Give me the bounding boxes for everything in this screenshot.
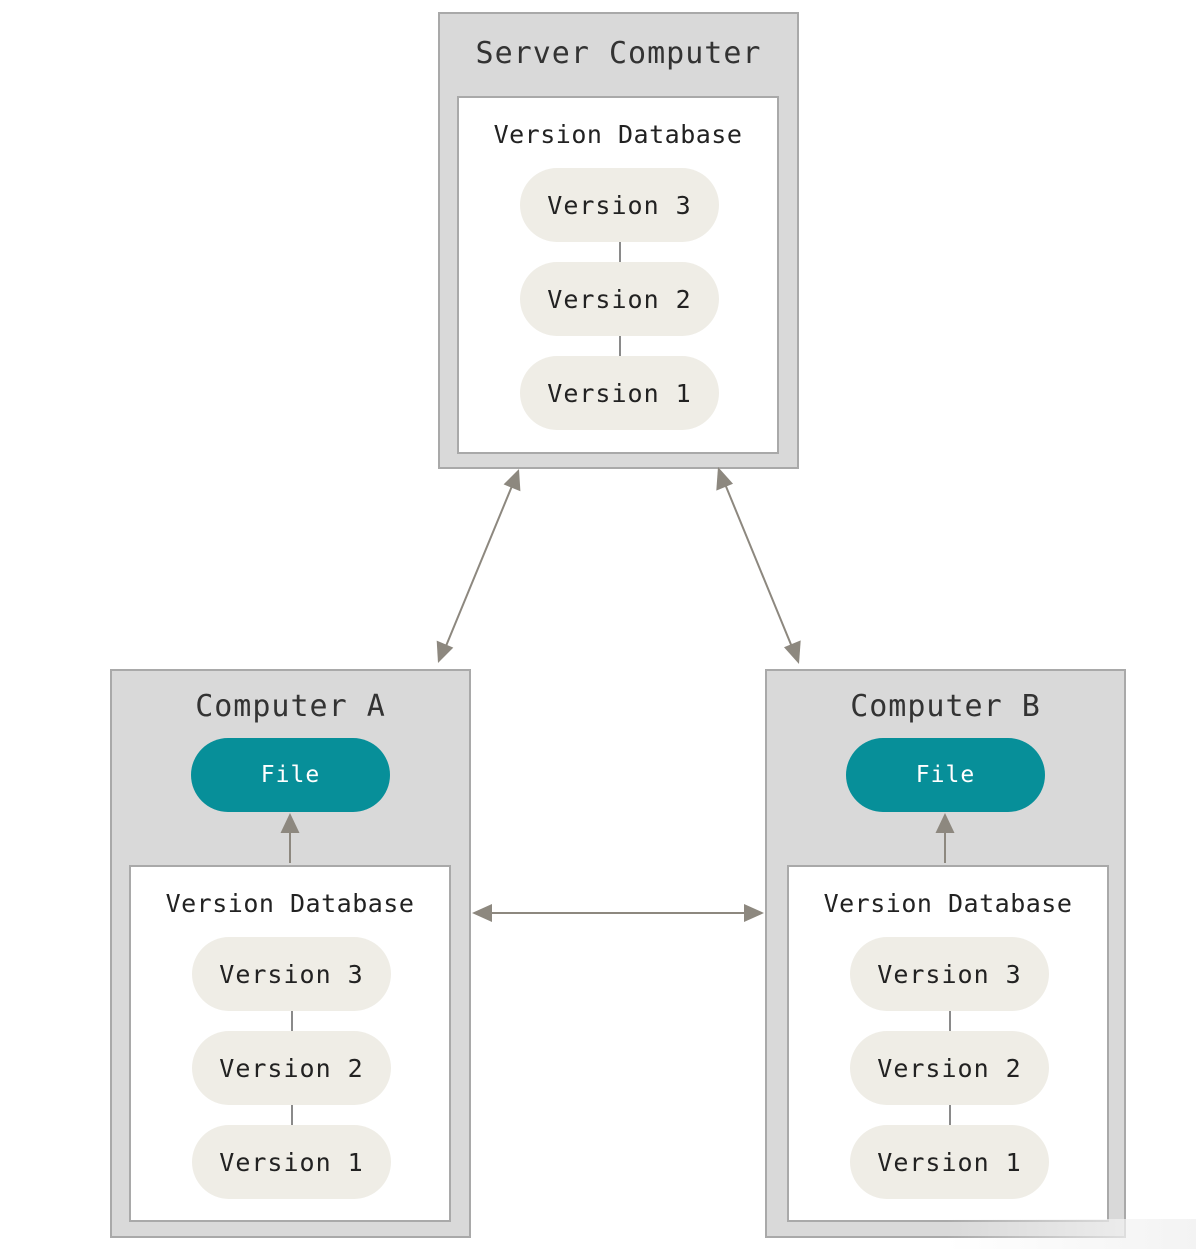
computer-b-connector-2-1 bbox=[949, 1105, 951, 1125]
computer-b-version-2: Version 2 bbox=[850, 1031, 1049, 1105]
arrowhead-server-end-left bbox=[503, 469, 521, 492]
arrowhead-file-a bbox=[280, 813, 300, 833]
computer-a-version-database-label: Version Database bbox=[165, 889, 415, 918]
server-version-2: Version 2 bbox=[520, 262, 719, 336]
server-connector-2-1 bbox=[619, 336, 621, 356]
computer-a-box: Computer A File Version Database Version… bbox=[110, 669, 471, 1238]
arrow-server-computer-a-shaft bbox=[445, 485, 513, 647]
computer-b-version-database: Version Database Version 3 Version 2 Ver… bbox=[787, 865, 1109, 1222]
computer-a-version-1: Version 1 bbox=[192, 1125, 391, 1199]
computer-a-file: File bbox=[191, 738, 390, 812]
server-version-database-label: Version Database bbox=[493, 120, 743, 149]
computer-b-connector-3-2 bbox=[949, 1011, 951, 1031]
computer-a-title: Computer A bbox=[195, 689, 386, 724]
server-connector-3-2 bbox=[619, 242, 621, 262]
arrow-server-computer-b-shaft bbox=[724, 483, 793, 648]
computer-b-title: Computer B bbox=[850, 689, 1041, 724]
arrowhead-server-end-right bbox=[716, 467, 733, 491]
server-computer-title: Server Computer bbox=[475, 36, 762, 71]
computer-b-version-1: Version 1 bbox=[850, 1125, 1049, 1199]
computer-b-version-database-label: Version Database bbox=[823, 889, 1073, 918]
server-version-database: Version Database Version 3 Version 2 Ver… bbox=[457, 96, 779, 454]
computer-a-version-database: Version Database Version 3 Version 2 Ver… bbox=[129, 865, 451, 1222]
server-version-3: Version 3 bbox=[520, 168, 719, 242]
server-version-1: Version 1 bbox=[520, 356, 719, 430]
computer-b-version-3: Version 3 bbox=[850, 937, 1049, 1011]
computer-a-connector-3-2 bbox=[291, 1011, 293, 1031]
computer-b-box: Computer B File Version Database Version… bbox=[765, 669, 1126, 1238]
computer-a-version-2: Version 2 bbox=[192, 1031, 391, 1105]
arrowhead-computer-b-side bbox=[744, 904, 764, 922]
arrowhead-computer-a-side bbox=[472, 904, 492, 922]
computer-b-file: File bbox=[846, 738, 1045, 812]
computer-a-connector-2-1 bbox=[291, 1105, 293, 1125]
arrowhead-computer-b-end bbox=[784, 640, 801, 664]
arrowhead-computer-a-end bbox=[436, 640, 454, 663]
corner-fade bbox=[946, 1219, 1196, 1249]
arrowhead-file-b bbox=[935, 813, 955, 833]
computer-a-version-3: Version 3 bbox=[192, 937, 391, 1011]
server-computer-box: Server Computer Version Database Version… bbox=[438, 12, 799, 469]
